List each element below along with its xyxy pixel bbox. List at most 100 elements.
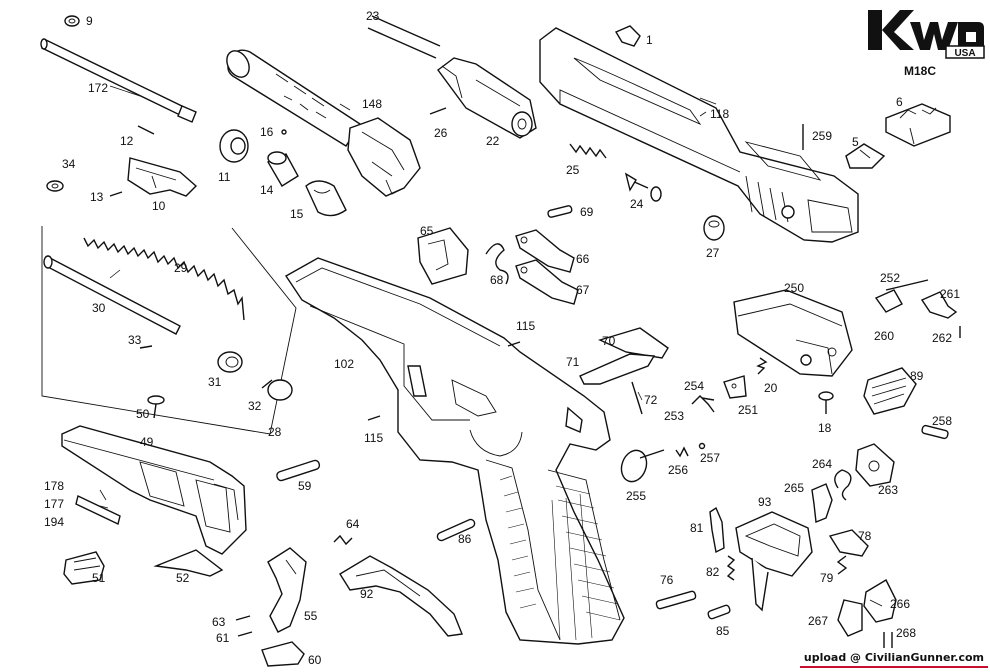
pin-part-72 bbox=[631, 381, 643, 415]
label-33: 33 bbox=[128, 333, 142, 347]
label-93: 93 bbox=[758, 495, 772, 509]
label-86: 86 bbox=[458, 532, 472, 546]
label-92: 92 bbox=[360, 587, 374, 601]
label-18: 18 bbox=[818, 421, 832, 435]
label-89: 89 bbox=[910, 369, 924, 383]
pin-part-86 bbox=[436, 518, 476, 542]
label-250: 250 bbox=[784, 281, 804, 295]
label-115-bottom: 115 bbox=[364, 431, 383, 445]
label-172: 172 bbox=[88, 81, 108, 95]
label-51: 51 bbox=[92, 571, 106, 585]
pin-part-33 bbox=[139, 345, 153, 349]
label-65: 65 bbox=[420, 224, 434, 238]
label-268: 268 bbox=[896, 626, 916, 640]
part-266 bbox=[863, 579, 897, 623]
label-25: 25 bbox=[566, 163, 580, 177]
hop-up-part-10 bbox=[127, 157, 198, 197]
hop-chamber-part-250 bbox=[733, 289, 853, 377]
label-11: 11 bbox=[218, 170, 231, 184]
spring-part-264 bbox=[834, 469, 852, 501]
label-261: 261 bbox=[940, 287, 960, 301]
sear-part-78 bbox=[828, 529, 869, 557]
spring-part-82 bbox=[726, 555, 736, 581]
label-178: 178 bbox=[44, 479, 64, 493]
label-259: 259 bbox=[812, 129, 832, 143]
pin-part-12 bbox=[137, 125, 155, 135]
logo-sub-text: USA bbox=[954, 48, 975, 59]
pin-part-115-top bbox=[507, 341, 521, 347]
front-sight-part-5 bbox=[845, 143, 886, 169]
plug-part-32 bbox=[261, 379, 293, 401]
slide-rail-part-49 bbox=[61, 425, 247, 555]
pin-part-268 bbox=[883, 632, 893, 648]
label-12: 12 bbox=[120, 134, 134, 148]
part-267 bbox=[837, 599, 863, 637]
label-64: 64 bbox=[346, 517, 360, 531]
spring-part-20 bbox=[756, 357, 768, 375]
trigger-part-55 bbox=[267, 547, 307, 633]
label-255: 255 bbox=[626, 489, 646, 503]
cap-part-27 bbox=[703, 215, 725, 241]
label-82: 82 bbox=[706, 565, 720, 579]
pin-part-63 bbox=[235, 615, 251, 621]
pin-part-115-bottom bbox=[367, 415, 381, 421]
washer-part-34 bbox=[46, 180, 64, 192]
leader-lines bbox=[99, 85, 883, 607]
label-13: 13 bbox=[90, 190, 104, 204]
spring-part-253 bbox=[691, 395, 715, 413]
label-60: 60 bbox=[308, 653, 322, 667]
valve-part-24 bbox=[624, 172, 662, 202]
pin-part-69 bbox=[547, 205, 573, 218]
rod-part-23 bbox=[367, 15, 441, 59]
label-257: 257 bbox=[700, 451, 720, 465]
spring-guide-cap-part-15 bbox=[305, 180, 347, 217]
spring-part-25 bbox=[569, 143, 607, 159]
label-194: 194 bbox=[44, 515, 64, 529]
pin-part-76 bbox=[655, 590, 697, 610]
part-261 bbox=[920, 291, 958, 319]
label-266: 266 bbox=[890, 597, 910, 611]
part-254 bbox=[701, 397, 715, 401]
label-252: 252 bbox=[880, 271, 900, 285]
pin-part-258 bbox=[921, 424, 949, 440]
label-32: 32 bbox=[248, 399, 262, 413]
label-81: 81 bbox=[690, 521, 704, 535]
label-70: 70 bbox=[602, 334, 616, 348]
slide-lock-part-70 bbox=[598, 327, 669, 359]
grip-texture bbox=[499, 475, 621, 641]
label-78: 78 bbox=[858, 529, 872, 543]
kwa-logo: USA bbox=[860, 4, 986, 60]
label-52: 52 bbox=[176, 571, 190, 585]
part-251 bbox=[723, 375, 747, 399]
label-76: 76 bbox=[660, 573, 674, 587]
pin-part-252 bbox=[885, 279, 929, 291]
block-part-60 bbox=[261, 641, 305, 667]
label-14: 14 bbox=[260, 183, 274, 197]
screw-part-50 bbox=[147, 395, 165, 419]
spring-part-79 bbox=[836, 555, 848, 575]
label-5: 5 bbox=[852, 135, 859, 149]
label-68: 68 bbox=[490, 273, 504, 287]
spring-part-256 bbox=[675, 446, 689, 458]
label-23: 23 bbox=[366, 9, 380, 23]
bushing-part-14 bbox=[267, 151, 299, 187]
label-115-top: 115 bbox=[516, 319, 535, 333]
lever-part-66 bbox=[515, 229, 575, 273]
label-254: 254 bbox=[684, 379, 704, 393]
pin-part-61 bbox=[237, 631, 253, 637]
label-85: 85 bbox=[716, 624, 730, 638]
inner-barrel-part-172 bbox=[40, 38, 197, 123]
dot-part-257 bbox=[698, 442, 706, 450]
lever-part-265 bbox=[811, 483, 833, 523]
label-49: 49 bbox=[140, 435, 154, 449]
screw-part-18 bbox=[818, 391, 834, 414]
label-262: 262 bbox=[932, 331, 952, 345]
lever-part-67 bbox=[515, 259, 579, 305]
pin-part-26 bbox=[429, 107, 447, 115]
label-30: 30 bbox=[92, 301, 106, 315]
spring-guide-group-part-28 bbox=[41, 226, 297, 435]
bushing-part-11 bbox=[219, 129, 249, 163]
part-260 bbox=[874, 289, 903, 313]
label-258: 258 bbox=[932, 414, 952, 428]
